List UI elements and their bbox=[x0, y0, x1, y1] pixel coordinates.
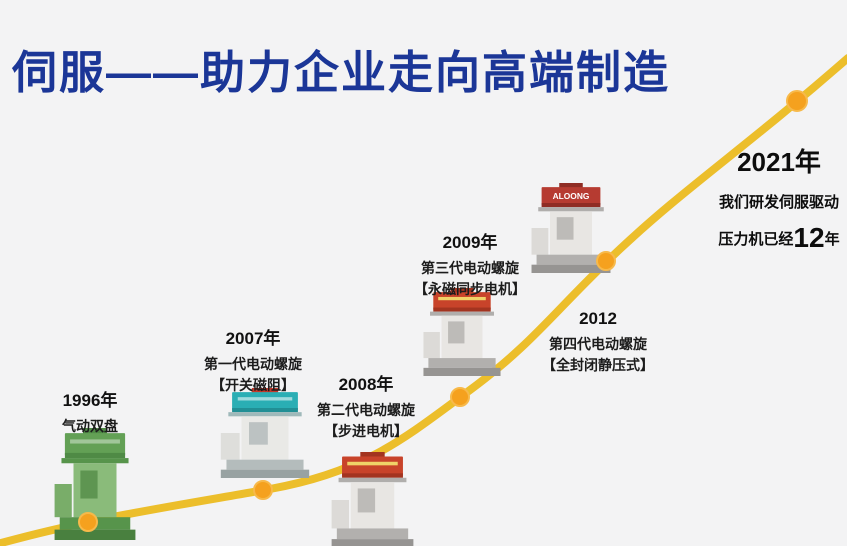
press-machine-2007-icon bbox=[220, 388, 310, 478]
milestone-label-2008: 2008年 第二代电动螺旋 【步进电机】 bbox=[291, 370, 441, 442]
milestone-desc: 【全封闭静压式】 bbox=[542, 357, 654, 373]
finale-years-count: 12 bbox=[793, 222, 825, 253]
milestone-label-2012: 2012 第四代电动螺旋 【全封闭静压式】 bbox=[518, 309, 678, 376]
milestone-year: 1996年 bbox=[62, 391, 118, 410]
milestone-year: 2009年 bbox=[442, 233, 498, 252]
press-machine-2008-icon bbox=[331, 452, 414, 546]
finale-line2-prefix: 压力机已经 bbox=[718, 231, 794, 248]
milestone-desc: 【步进电机】 bbox=[324, 423, 408, 439]
milestone-label-2007: 2007年 第一代电动螺旋 【开关磁阻】 bbox=[178, 324, 328, 396]
finale-line2-suffix: 年 bbox=[824, 231, 840, 248]
milestone-year: 2012 bbox=[579, 309, 617, 328]
milestone-label-1996: 1996年 气动双盘 bbox=[35, 386, 145, 437]
press-machine-1996-icon bbox=[54, 428, 136, 540]
milestone-year: 2008年 bbox=[338, 375, 394, 394]
press-machine-2009-icon bbox=[423, 288, 501, 376]
page-title: 伺服——助力企业走向高端制造 bbox=[12, 47, 671, 98]
milestone-desc: 第一代电动螺旋 bbox=[204, 356, 302, 372]
press-machine-2012-icon: ALOONG bbox=[531, 183, 611, 273]
milestone-desc: 【永磁同步电机】 bbox=[414, 281, 526, 297]
milestone-year: 2021年 bbox=[737, 147, 821, 177]
milestone-desc: 第二代电动螺旋 bbox=[317, 402, 415, 418]
milestone-desc: 第四代电动螺旋 bbox=[549, 336, 647, 352]
milestone-desc: 第三代电动螺旋 bbox=[421, 260, 519, 276]
milestone-label-2021: 2021年 我们研发伺服驱动 压力机已经12年 bbox=[694, 142, 847, 254]
finale-line1: 我们研发伺服驱动 bbox=[718, 194, 839, 211]
milestone-label-2009: 2009年 第三代电动螺旋 【永磁同步电机】 bbox=[390, 228, 550, 300]
milestone-desc: 【开关磁阻】 bbox=[211, 377, 295, 393]
milestone-year: 2007年 bbox=[225, 329, 281, 348]
machine-brand-label: ALOONG bbox=[553, 191, 590, 201]
finale-line2: 压力机已经12年 bbox=[694, 222, 847, 254]
milestone-desc: 气动双盘 bbox=[62, 418, 118, 434]
growth-curve-path bbox=[0, 54, 847, 546]
